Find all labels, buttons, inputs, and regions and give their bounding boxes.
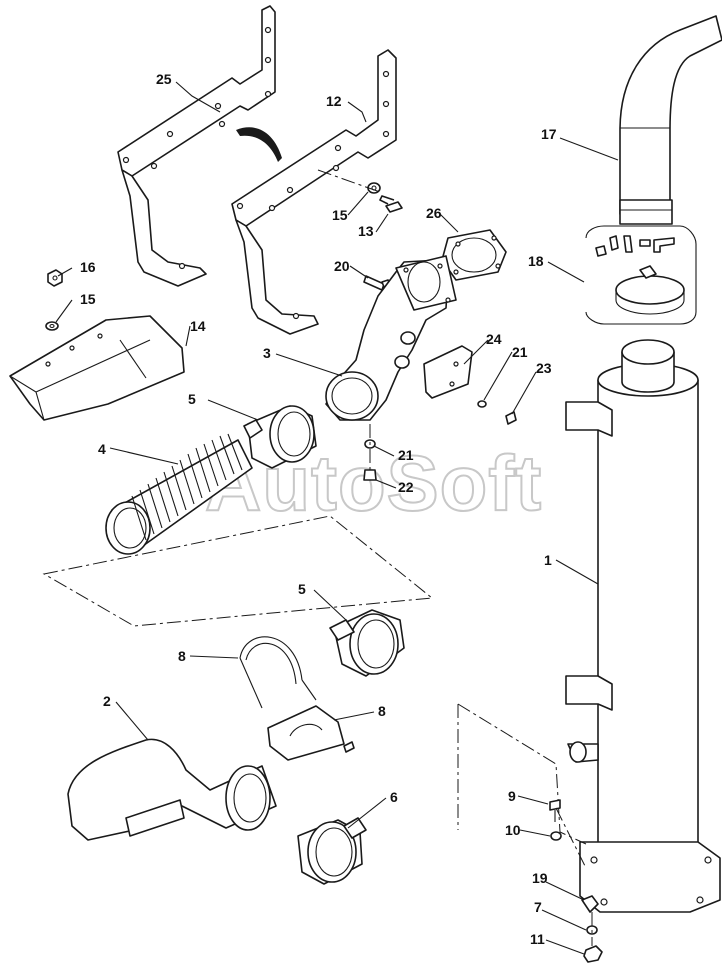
- callout-8-ubolt: 8: [178, 648, 186, 664]
- callout-3: 3: [263, 345, 271, 361]
- callout-19: 19: [532, 870, 548, 886]
- muffler-1: [565, 339, 721, 913]
- bolt-13: [379, 195, 403, 213]
- bracket-25: [117, 5, 276, 287]
- callout-21-right: 21: [512, 344, 528, 360]
- clamp-kit-18: [585, 225, 697, 325]
- callout-25: 25: [156, 71, 172, 87]
- bolt-9: [549, 799, 561, 822]
- clip-19: [581, 895, 599, 913]
- callout-12: 12: [326, 93, 342, 109]
- flex-hose-4: [105, 433, 253, 555]
- callout-18: 18: [528, 253, 544, 269]
- callout-9: 9: [508, 788, 516, 804]
- u-bolt-8: [239, 636, 317, 709]
- leader-lines: [55, 81, 619, 955]
- clamp-6: [297, 817, 367, 885]
- callout-labels: 25 12 17 18 26 20 15 13 14 16 15 3 24 21…: [80, 71, 557, 947]
- nut-8: [343, 741, 355, 753]
- callout-11: 11: [530, 931, 545, 947]
- callout-21-lower: 21: [398, 447, 414, 463]
- callout-4: 4: [98, 441, 106, 457]
- bracket-12: [231, 49, 397, 335]
- nut-11: [583, 945, 603, 963]
- washer-15-left: [45, 321, 59, 331]
- callout-20: 20: [334, 258, 350, 274]
- callout-1: 1: [544, 552, 552, 568]
- callout-6: 6: [390, 789, 398, 805]
- callout-5-lower: 5: [298, 581, 306, 597]
- callout-10: 10: [505, 822, 521, 838]
- callout-22: 22: [398, 479, 414, 495]
- callout-23: 23: [536, 360, 552, 376]
- elbow-pipe-3: [325, 255, 457, 421]
- callout-16: 16: [80, 259, 96, 275]
- callout-13: 13: [358, 223, 374, 239]
- shield-plate-14: [9, 315, 185, 421]
- callout-24: 24: [486, 331, 502, 347]
- callout-14: 14: [190, 318, 206, 334]
- gasket-26: [441, 229, 507, 281]
- clamp-5-lower: [329, 609, 405, 677]
- elbow-pipe-2: [67, 738, 277, 841]
- callout-7: 7: [534, 899, 542, 915]
- nut-22: [363, 469, 377, 481]
- callout-26: 26: [426, 205, 442, 221]
- heat-shield-24: [423, 345, 473, 399]
- washer-10: [550, 831, 562, 841]
- callout-15-left: 15: [80, 291, 96, 307]
- callout-5-upper: 5: [188, 391, 196, 407]
- exhaust-stack-17: [619, 15, 722, 225]
- callout-15-top: 15: [332, 207, 348, 223]
- washer-21-upper: [477, 400, 487, 408]
- callout-2: 2: [103, 693, 111, 709]
- saddle-8: [267, 705, 345, 761]
- bolt-23: [505, 411, 517, 425]
- orientation-arrow: [236, 127, 282, 162]
- clamp-5-upper: [243, 405, 317, 469]
- callout-8-saddle: 8: [378, 703, 386, 719]
- callout-17: 17: [541, 126, 557, 142]
- nut-16: [47, 269, 63, 287]
